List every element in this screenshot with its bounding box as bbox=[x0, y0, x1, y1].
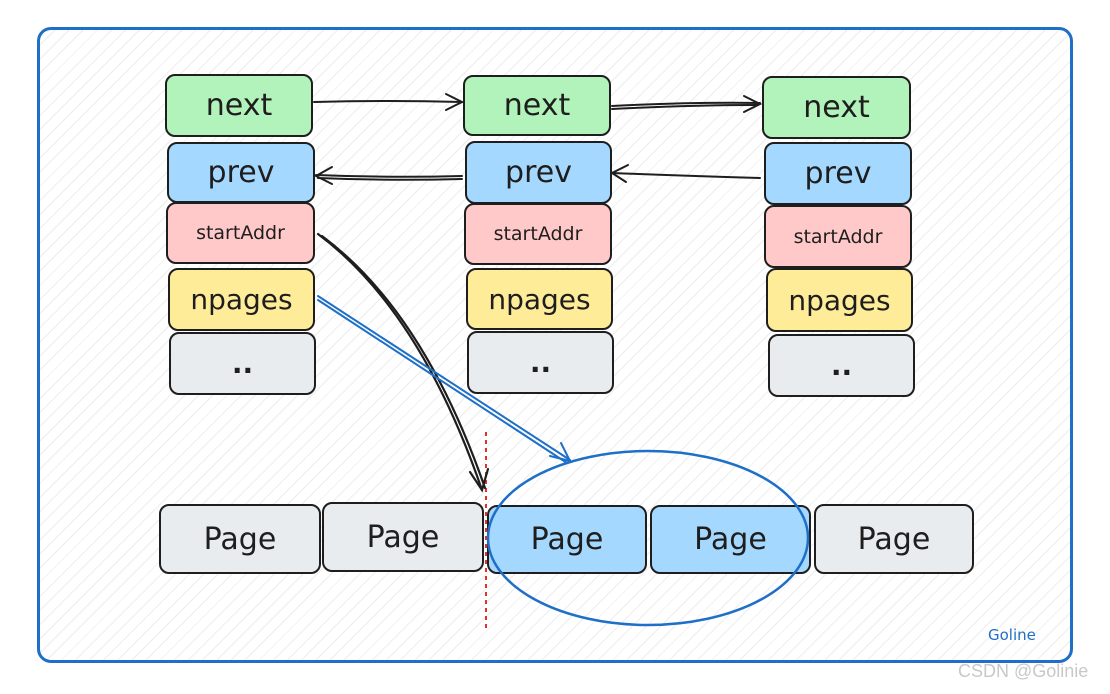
watermark-text: CSDN @Golinie bbox=[958, 661, 1089, 681]
page-block-3: Page bbox=[487, 505, 647, 574]
span-1-next-field: next bbox=[165, 74, 313, 137]
page-block-5: Page bbox=[814, 504, 974, 574]
span-2-startaddr-field: startAddr bbox=[464, 203, 612, 265]
span-2-more-field: .. bbox=[467, 331, 614, 394]
span-1-npages-field: npages bbox=[168, 268, 315, 331]
span-3-prev-field: prev bbox=[764, 142, 912, 205]
span-2-npages-field: npages bbox=[466, 268, 613, 330]
page-block-4: Page bbox=[650, 505, 811, 574]
span-1-startaddr-field: startAddr bbox=[166, 202, 315, 264]
span-3-next-field: next bbox=[762, 76, 911, 139]
span-1-prev-field: prev bbox=[167, 142, 315, 203]
page-block-2: Page bbox=[322, 502, 484, 572]
span-3-more-field: .. bbox=[768, 334, 915, 397]
span-3-npages-field: npages bbox=[766, 268, 913, 332]
span-3-startaddr-field: startAddr bbox=[764, 205, 912, 268]
span-2-next-field: next bbox=[463, 75, 611, 136]
author-signature: Goline bbox=[988, 626, 1036, 644]
span-2-prev-field: prev bbox=[465, 141, 612, 204]
page-block-1: Page bbox=[159, 504, 321, 574]
span-1-more-field: .. bbox=[169, 332, 316, 395]
